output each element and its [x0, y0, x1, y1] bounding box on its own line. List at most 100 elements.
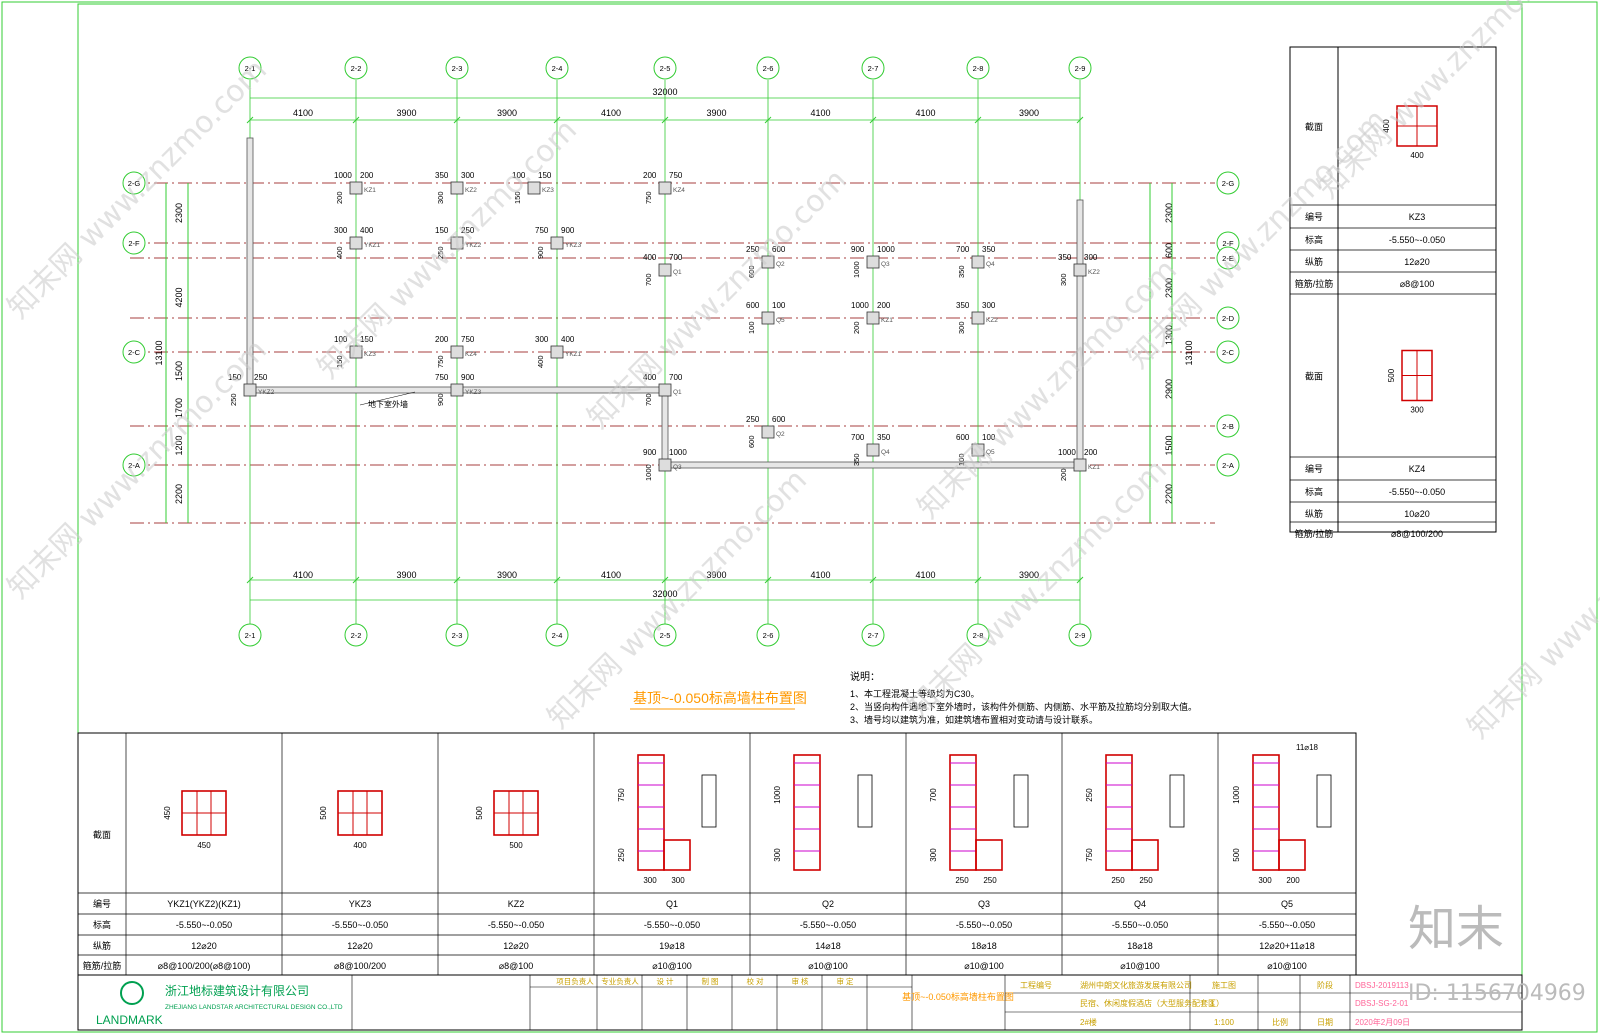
bottom-table-rebar: 12⌀20 — [347, 941, 372, 951]
grid-bubble-label: 2-9 — [1075, 631, 1086, 640]
grid-bubble-label: 2-E — [1222, 254, 1234, 263]
column-dim-label-vertical: 200 — [1059, 468, 1068, 481]
column-dim-label: 350 — [1058, 253, 1072, 262]
column-tag: YKZ1 — [565, 351, 582, 358]
bottom-table-label-section: 截面 — [93, 829, 111, 840]
watermark-text: 知末网 www.znzmo.com — [1461, 473, 1600, 746]
grid-bubble-label: 2-G — [1222, 179, 1235, 188]
span-label-x: 4100 — [810, 108, 830, 118]
column-marker — [658, 263, 672, 277]
column-marker — [866, 255, 880, 269]
column-tag: YKZ1 — [364, 242, 381, 249]
column-tag: Q3 — [673, 464, 682, 471]
column-dim-label: 200 — [877, 301, 891, 310]
column-tag: Q1 — [673, 389, 682, 396]
grid-bubble-label: 2-5 — [660, 631, 671, 640]
brand-logo: 知末 — [1408, 901, 1504, 957]
grid-bubble-label: 2-8 — [973, 64, 984, 73]
note-3: 3、墙号均以建筑为准，如建筑墙布置相对变动请与设计联系。 — [850, 714, 1098, 725]
span-label-x: 4100 — [601, 570, 621, 580]
column-dim-label: 200 — [360, 171, 374, 180]
tie-detail — [857, 774, 873, 828]
grid-bubble-label: 2-B — [1222, 422, 1234, 431]
span-label-x: 3900 — [396, 108, 416, 118]
column-marker — [450, 236, 464, 250]
note-2: 2、当竖向构件遇地下室外墙时，该构件外侧筋、内侧筋、水平筋及拉筋均分别取大值。 — [850, 701, 1197, 712]
right-table-label-elev: 标高 — [1305, 486, 1323, 497]
bottom-table-elev: -5.550~-0.050 — [176, 920, 232, 930]
section-dim-height-2: 300 — [929, 848, 938, 862]
column-marker — [971, 443, 985, 457]
column-schedule-bottom: 截面编号标高纵筋箍筋/拉筋YKZ1(YKZ2)(KZ1)-5.550~-0.05… — [77, 732, 1357, 976]
column-dim-label-vertical: 250 — [229, 393, 238, 406]
grid-bubble-label: 2-3 — [452, 631, 463, 640]
bottom-table-elev: -5.550~-0.050 — [644, 920, 700, 930]
column-marker — [349, 236, 363, 250]
bottom-table-name: Q4 — [1134, 899, 1146, 909]
column-dim-label: 900 — [461, 373, 475, 382]
column-dim-label-vertical: 600 — [747, 265, 756, 278]
column-dim-label-vertical: 100 — [957, 453, 966, 466]
dimension-tick — [453, 116, 461, 124]
bottom-table-rebar: 19⌀18 — [659, 941, 684, 951]
bottom-table-name: Q1 — [666, 899, 678, 909]
column-dim-label-vertical: 750 — [436, 355, 445, 368]
bottom-table-stirrup: ⌀10@100 — [1120, 961, 1160, 971]
column-tag: KZ2 — [1088, 269, 1100, 276]
grid-bubble-2-8-bottom — [966, 623, 990, 647]
bottom-table-elev: -5.550~-0.050 — [956, 920, 1012, 930]
column-dim-label: 750 — [669, 171, 683, 180]
grid-bubble-right-2-B — [1216, 414, 1240, 438]
right-table-name: KZ4 — [1409, 464, 1426, 474]
column-dim-label: 700 — [669, 253, 683, 262]
grid-bubble-2-4-bottom — [545, 623, 569, 647]
dimension-tick — [1076, 576, 1084, 584]
section-dim-height: 500 — [1387, 368, 1396, 382]
title-project: 民宿、休闲度假酒店（大型服务配套区） — [1080, 998, 1224, 1008]
column-tag: KZ4 — [465, 351, 477, 358]
column-marker — [1073, 263, 1087, 277]
section-dim-height-2: 250 — [617, 848, 626, 862]
bottom-table-rebar: 12⌀20 — [503, 941, 528, 951]
column-tag: YKZ3 — [465, 389, 482, 396]
dimension-tick — [764, 576, 772, 584]
watermark-text: 知末网 www.znzmo.com — [1, 333, 274, 606]
column-dim-label: 150 — [538, 171, 552, 180]
grid-bubble-2-4-top — [545, 56, 569, 80]
column-tag: KZ1 — [881, 317, 893, 324]
span-label-x: 4100 — [601, 108, 621, 118]
title-role-label: 项目负责人 — [556, 976, 594, 986]
wall-section-flange — [1278, 839, 1306, 871]
column-dim-label: 400 — [643, 253, 657, 262]
column-dim-label: 350 — [956, 301, 970, 310]
column-dim-label: 400 — [360, 226, 374, 235]
column-tag: Q4 — [986, 261, 995, 268]
grid-bubble-2-8-top — [966, 56, 990, 80]
column-tag: KZ3 — [542, 187, 554, 194]
dimension-tick — [553, 116, 561, 124]
column-dim-label-vertical: 900 — [436, 393, 445, 406]
bottom-table-stirrup: ⌀8@100/200(⌀8@100) — [158, 961, 251, 971]
bottom-table-name: YKZ3 — [349, 899, 372, 909]
span-label-y-right: 1300 — [1164, 325, 1174, 345]
grid-bubble-label: 2-A — [128, 461, 140, 470]
column-tag: Q5 — [776, 317, 785, 324]
total-label-y-right: 13100 — [1184, 340, 1194, 365]
title-stage-label: 阶段 — [1317, 980, 1333, 990]
dimension-tick — [352, 576, 360, 584]
column-dim-label: 700 — [669, 373, 683, 382]
column-dim-label: 900 — [643, 448, 657, 457]
title-role-label: 审 核 — [791, 976, 809, 986]
title-role-label: 设 计 — [656, 976, 674, 986]
right-table-label-stirrup: 箍筋/拉筋 — [1295, 528, 1334, 539]
column-marker — [450, 383, 464, 397]
grid-bubble-label: 2-4 — [552, 631, 563, 640]
title-drawing-name: 基顶~-0.050标高墙柱布置图 — [902, 991, 1014, 1002]
column-dim-label: 150 — [360, 335, 374, 344]
bottom-table-stirrup: ⌀8@100/200 — [334, 961, 386, 971]
bottom-table-label-rebar: 纵筋 — [93, 940, 111, 951]
total-label-x: 32000 — [652, 589, 677, 599]
grid-bubble-2-3-bottom — [445, 623, 469, 647]
tie-detail — [1013, 774, 1029, 828]
